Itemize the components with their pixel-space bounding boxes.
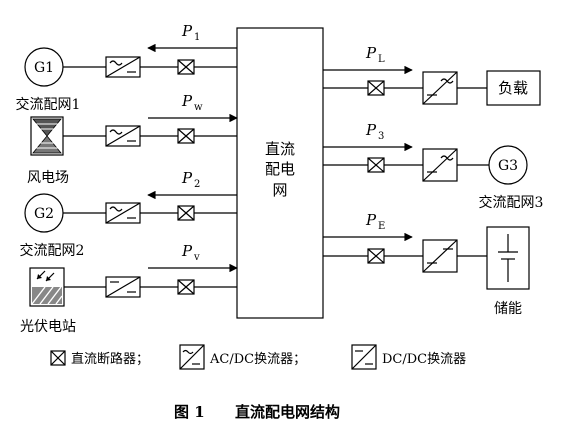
energy-storage-box	[486, 226, 530, 290]
figure-caption: 图 1 直流配电网结构	[174, 403, 340, 421]
source-label-grid-1: 交流配网1	[16, 96, 81, 113]
power-label-p3: P	[365, 121, 377, 139]
source-row-wind: 风电场 P w	[27, 92, 238, 186]
power-sub-pv: v	[193, 252, 200, 263]
load-row-storage: 储能 P E	[323, 211, 530, 317]
power-label-pw: P	[181, 92, 193, 110]
legend-breaker-icon	[50, 350, 66, 366]
figure-number: 图 1	[174, 403, 205, 421]
dc-distribution-bus	[236, 27, 324, 319]
dc-breaker	[177, 205, 195, 221]
dc-breaker	[177, 59, 195, 75]
power-sub-p2: 2	[194, 179, 200, 190]
load-row-load: 负载 P L	[323, 44, 541, 106]
dc-dc-converter	[422, 239, 458, 273]
power-label-pv: P	[181, 242, 193, 260]
load-box	[486, 70, 541, 106]
power-sub-pe: E	[378, 221, 385, 232]
legend: 直流断路器； AC/DC换流器； DC/DC换流器	[50, 344, 466, 370]
legend-dcdc-icon	[351, 344, 377, 370]
power-label-p1: P	[181, 22, 193, 40]
source-label-pv-station: 光伏电站	[20, 319, 76, 335]
generator-g2-label: G2	[34, 206, 54, 222]
dc-breaker	[367, 80, 385, 96]
dc-breaker	[367, 157, 385, 173]
dc-dc-converter	[105, 276, 141, 298]
solar-panel-icon	[29, 267, 65, 307]
ac-dc-converter	[105, 202, 141, 224]
source-row-g2: G2 交流配网2 P 2	[20, 169, 237, 259]
source-label-wind-farm: 风电场	[27, 170, 69, 186]
load-label: 负载	[498, 79, 528, 97]
ac-dc-converter	[105, 125, 141, 147]
load-label-grid-3: 交流配网3	[479, 194, 544, 211]
ac-dc-converter	[105, 56, 141, 78]
dc-ac-converter	[422, 148, 458, 182]
power-label-pl: P	[365, 44, 377, 62]
source-label-grid-2: 交流配网2	[20, 242, 85, 259]
dc-ac-converter	[422, 71, 458, 105]
load-label-storage: 储能	[494, 301, 522, 317]
power-sub-p3: 3	[378, 131, 384, 142]
center-label-line-1: 直流	[265, 140, 295, 158]
legend-acdc-icon	[179, 344, 205, 370]
generator-g1-label: G1	[34, 60, 54, 76]
legend-acdc-label: AC/DC换流器；	[209, 352, 306, 367]
dc-breaker	[367, 248, 385, 264]
source-row-pv: 光伏电站 P v	[20, 242, 238, 335]
legend-breaker-label: 直流断路器；	[71, 351, 149, 367]
dc-breaker	[177, 128, 195, 144]
generator-g3	[488, 145, 528, 185]
legend-dcdc-label: DC/DC换流器	[382, 352, 466, 367]
center-label-line-3: 网	[272, 181, 287, 199]
source-row-g1: G1 交流配网1 P 1	[16, 22, 237, 113]
dc-breaker	[177, 279, 195, 295]
generator-g3-label: G3	[498, 158, 518, 174]
load-row-g3: G3 交流配网3 P 3	[323, 121, 543, 211]
power-sub-pw: w	[194, 102, 203, 113]
center-label-line-2: 配电	[265, 160, 295, 178]
power-label-pe: P	[365, 211, 377, 229]
power-label-p2: P	[181, 169, 193, 187]
figure-title: 直流配电网结构	[235, 403, 340, 421]
power-sub-pl: L	[378, 54, 385, 65]
power-sub-p1: 1	[194, 32, 200, 43]
